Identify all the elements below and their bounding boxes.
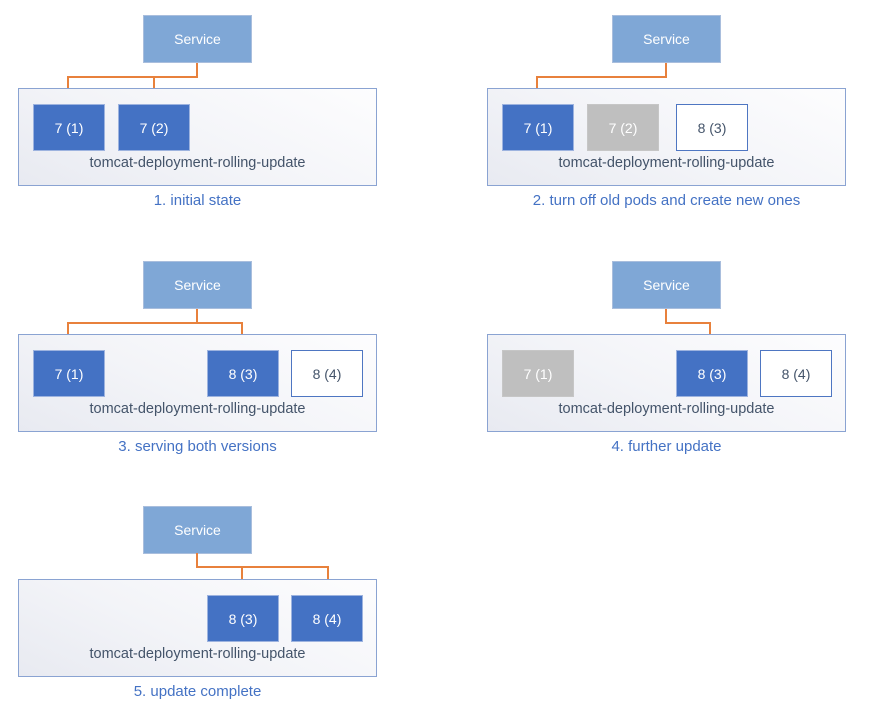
deployment-box: 8 (3) 8 (4) tomcat-deployment-rolling-up… — [18, 579, 377, 677]
deployment-name: tomcat-deployment-rolling-update — [89, 155, 306, 171]
arrow-drop — [153, 78, 155, 92]
deployment-box: 7 (1) 7 (2) tomcat-deployment-rolling-up… — [18, 88, 377, 186]
arrow-hbar — [665, 322, 711, 324]
service-box: Service — [143, 15, 252, 63]
pod-label: 8 (3) — [697, 365, 727, 382]
arrow-drop — [327, 568, 329, 583]
arrow-drop — [709, 324, 711, 338]
panel-further-update: Service 7 (1) 8 (3) 8 (4) tomcat-deploym… — [469, 246, 870, 492]
service-label: Service — [643, 277, 690, 293]
arrow-stem — [665, 63, 667, 78]
panel-caption: 1. initial state — [153, 192, 242, 209]
pod-label: 8 (4) — [781, 365, 811, 382]
service-box: Service — [143, 261, 252, 309]
pod: 8 (3) — [676, 104, 748, 151]
arrow-stem — [665, 309, 667, 324]
pod-label: 7 (2) — [139, 119, 169, 136]
deployment-name: tomcat-deployment-rolling-update — [558, 401, 775, 417]
arrow-stem — [196, 309, 198, 324]
arrow-hbar — [196, 566, 329, 568]
pod: 8 (4) — [760, 350, 832, 397]
deployment-name: tomcat-deployment-rolling-update — [89, 401, 306, 417]
service-label: Service — [174, 277, 221, 293]
panel-serving-both-versions: Service 7 (1) 8 (3) 8 (4) tomcat-deploym… — [0, 246, 401, 492]
arrow-drop — [241, 568, 243, 583]
pod: 8 (3) — [207, 595, 279, 642]
arrow-stem — [196, 553, 198, 568]
panel-update-complete: Service 8 (3) 8 (4) tomcat-deployment-ro… — [0, 491, 401, 718]
pod: 7 (2) — [587, 104, 659, 151]
deployment-name: tomcat-deployment-rolling-update — [89, 646, 306, 662]
pod-label: 7 (1) — [54, 365, 84, 382]
pod: 8 (4) — [291, 350, 363, 397]
pod-label: 7 (1) — [54, 119, 84, 136]
pod: 8 (4) — [291, 595, 363, 642]
pod: 7 (1) — [33, 104, 105, 151]
service-label: Service — [174, 31, 221, 47]
arrow-stem — [196, 63, 198, 78]
service-label: Service — [643, 31, 690, 47]
panel-caption: 2. turn off old pods and create new ones — [532, 192, 801, 209]
pod-label: 8 (3) — [228, 365, 258, 382]
service-label: Service — [174, 522, 221, 538]
arrow-hbar — [67, 322, 243, 324]
arrow-drop — [241, 324, 243, 338]
panel-caption: 3. serving both versions — [118, 438, 277, 455]
service-box: Service — [143, 506, 252, 554]
pod: 8 (3) — [676, 350, 748, 397]
pod-label: 8 (3) — [697, 119, 727, 136]
deployment-box: 7 (1) 7 (2) 8 (3) tomcat-deployment-roll… — [487, 88, 846, 186]
pod-label: 8 (3) — [228, 610, 258, 627]
panel-caption: 5. update complete — [133, 683, 262, 700]
deployment-box: 7 (1) 8 (3) 8 (4) tomcat-deployment-roll… — [18, 334, 377, 432]
pod-label: 7 (2) — [608, 119, 638, 136]
deployment-box: 7 (1) 8 (3) 8 (4) tomcat-deployment-roll… — [487, 334, 846, 432]
panel-initial-state: Service 7 (1) 7 (2) tomcat-deployment-ro… — [0, 0, 401, 246]
pod-label: 8 (4) — [312, 610, 342, 627]
pod: 8 (3) — [207, 350, 279, 397]
pod: 7 (1) — [33, 350, 105, 397]
pod-label: 7 (1) — [523, 119, 553, 136]
arrow-drop — [67, 324, 69, 338]
arrow-hbar — [67, 76, 198, 78]
service-box: Service — [612, 261, 721, 309]
panel-turn-off-old-pods: Service 7 (1) 7 (2) 8 (3) tomcat-deploym… — [469, 0, 870, 246]
pod: 7 (2) — [118, 104, 190, 151]
arrow-drop — [536, 78, 538, 92]
service-box: Service — [612, 15, 721, 63]
pod: 7 (1) — [502, 104, 574, 151]
arrow-hbar — [536, 76, 667, 78]
arrow-drop — [67, 78, 69, 92]
pod-label: 7 (1) — [523, 365, 553, 382]
panel-caption: 4. further update — [611, 438, 722, 455]
deployment-name: tomcat-deployment-rolling-update — [558, 155, 775, 171]
pod-label: 8 (4) — [312, 365, 342, 382]
pod: 7 (1) — [502, 350, 574, 397]
